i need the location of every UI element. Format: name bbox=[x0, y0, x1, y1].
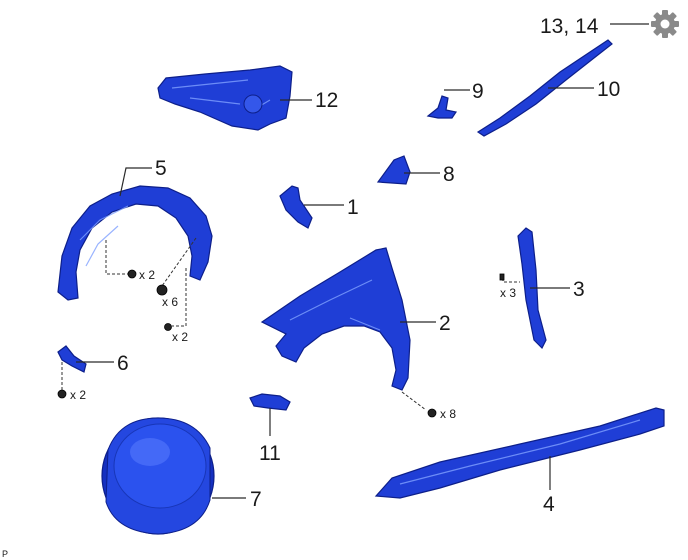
qty-5-clip: x 2 bbox=[139, 268, 155, 282]
callout-6: 6 bbox=[117, 352, 129, 375]
part-bracket-6[interactable] bbox=[57, 345, 87, 373]
part-rocker-moulding[interactable] bbox=[374, 407, 665, 499]
part-headlamp[interactable] bbox=[157, 65, 293, 131]
part-spare-tire-cover[interactable] bbox=[101, 417, 215, 535]
callout-2: 2 bbox=[439, 312, 451, 335]
callout-5: 5 bbox=[155, 157, 167, 180]
callout-13-14: 13, 14 bbox=[540, 15, 599, 38]
part-fender-liner[interactable] bbox=[57, 185, 213, 301]
callout-12: 12 bbox=[315, 89, 338, 112]
callout-11: 11 bbox=[259, 442, 281, 465]
diagram-code: P bbox=[2, 549, 8, 559]
part-front-fender[interactable] bbox=[260, 247, 411, 391]
callout-3: 3 bbox=[573, 278, 585, 301]
callout-7: 7 bbox=[250, 488, 262, 511]
callout-9: 9 bbox=[472, 80, 484, 103]
callout-8: 8 bbox=[443, 163, 455, 186]
part-bracket-9[interactable] bbox=[426, 95, 457, 119]
callout-1: 1 bbox=[347, 196, 359, 219]
qty-6: x 2 bbox=[70, 388, 86, 402]
callout-4: 4 bbox=[543, 493, 555, 516]
callout-10: 10 bbox=[597, 78, 620, 101]
qty-2: x 8 bbox=[440, 407, 456, 421]
gear-icon[interactable] bbox=[651, 10, 679, 38]
qty-5-bolt: x 2 bbox=[172, 330, 188, 344]
part-bracket-1[interactable] bbox=[279, 185, 313, 229]
part-windshield-moulding[interactable] bbox=[476, 39, 613, 137]
qty-5-screw: x 6 bbox=[162, 295, 178, 309]
part-bracket-11[interactable] bbox=[249, 393, 291, 411]
part-triangle-cover[interactable] bbox=[376, 155, 411, 185]
qty-3: x 3 bbox=[500, 286, 516, 300]
